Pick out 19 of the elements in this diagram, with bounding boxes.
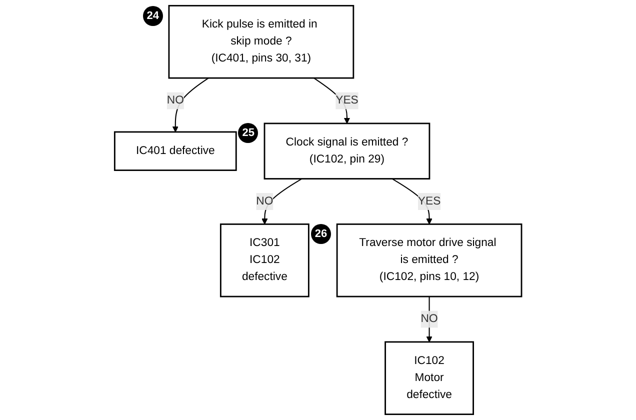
arrow [314, 78, 350, 124]
arrow [261, 178, 302, 224]
arrow [426, 296, 432, 342]
step-number: 24 [142, 6, 163, 26]
node-box: IC301 IC102 defective [220, 223, 310, 298]
edge-label: YES [336, 94, 358, 106]
arrow [392, 178, 432, 224]
node-box: Clock signal is emitted ? (IC102, pin 29) [264, 122, 430, 180]
arrow [172, 78, 209, 132]
step-number: 25 [238, 123, 258, 144]
node-box: Kick pulse is emitted in skip mode ? (IC401, pins 30, 31) [168, 4, 354, 79]
step-number: 26 [310, 224, 331, 244]
edge-label: NO [420, 312, 438, 325]
node-box: IC102 Motor defective [384, 341, 474, 416]
edge-label: YES [418, 195, 441, 208]
node-box: IC401 defective [114, 131, 237, 171]
edge-label: NO [256, 195, 274, 208]
edge-label: NO [166, 94, 184, 106]
node-box: Traverse motor drive signal is emitted ? (IC102, pins 10, 12) [336, 223, 522, 298]
